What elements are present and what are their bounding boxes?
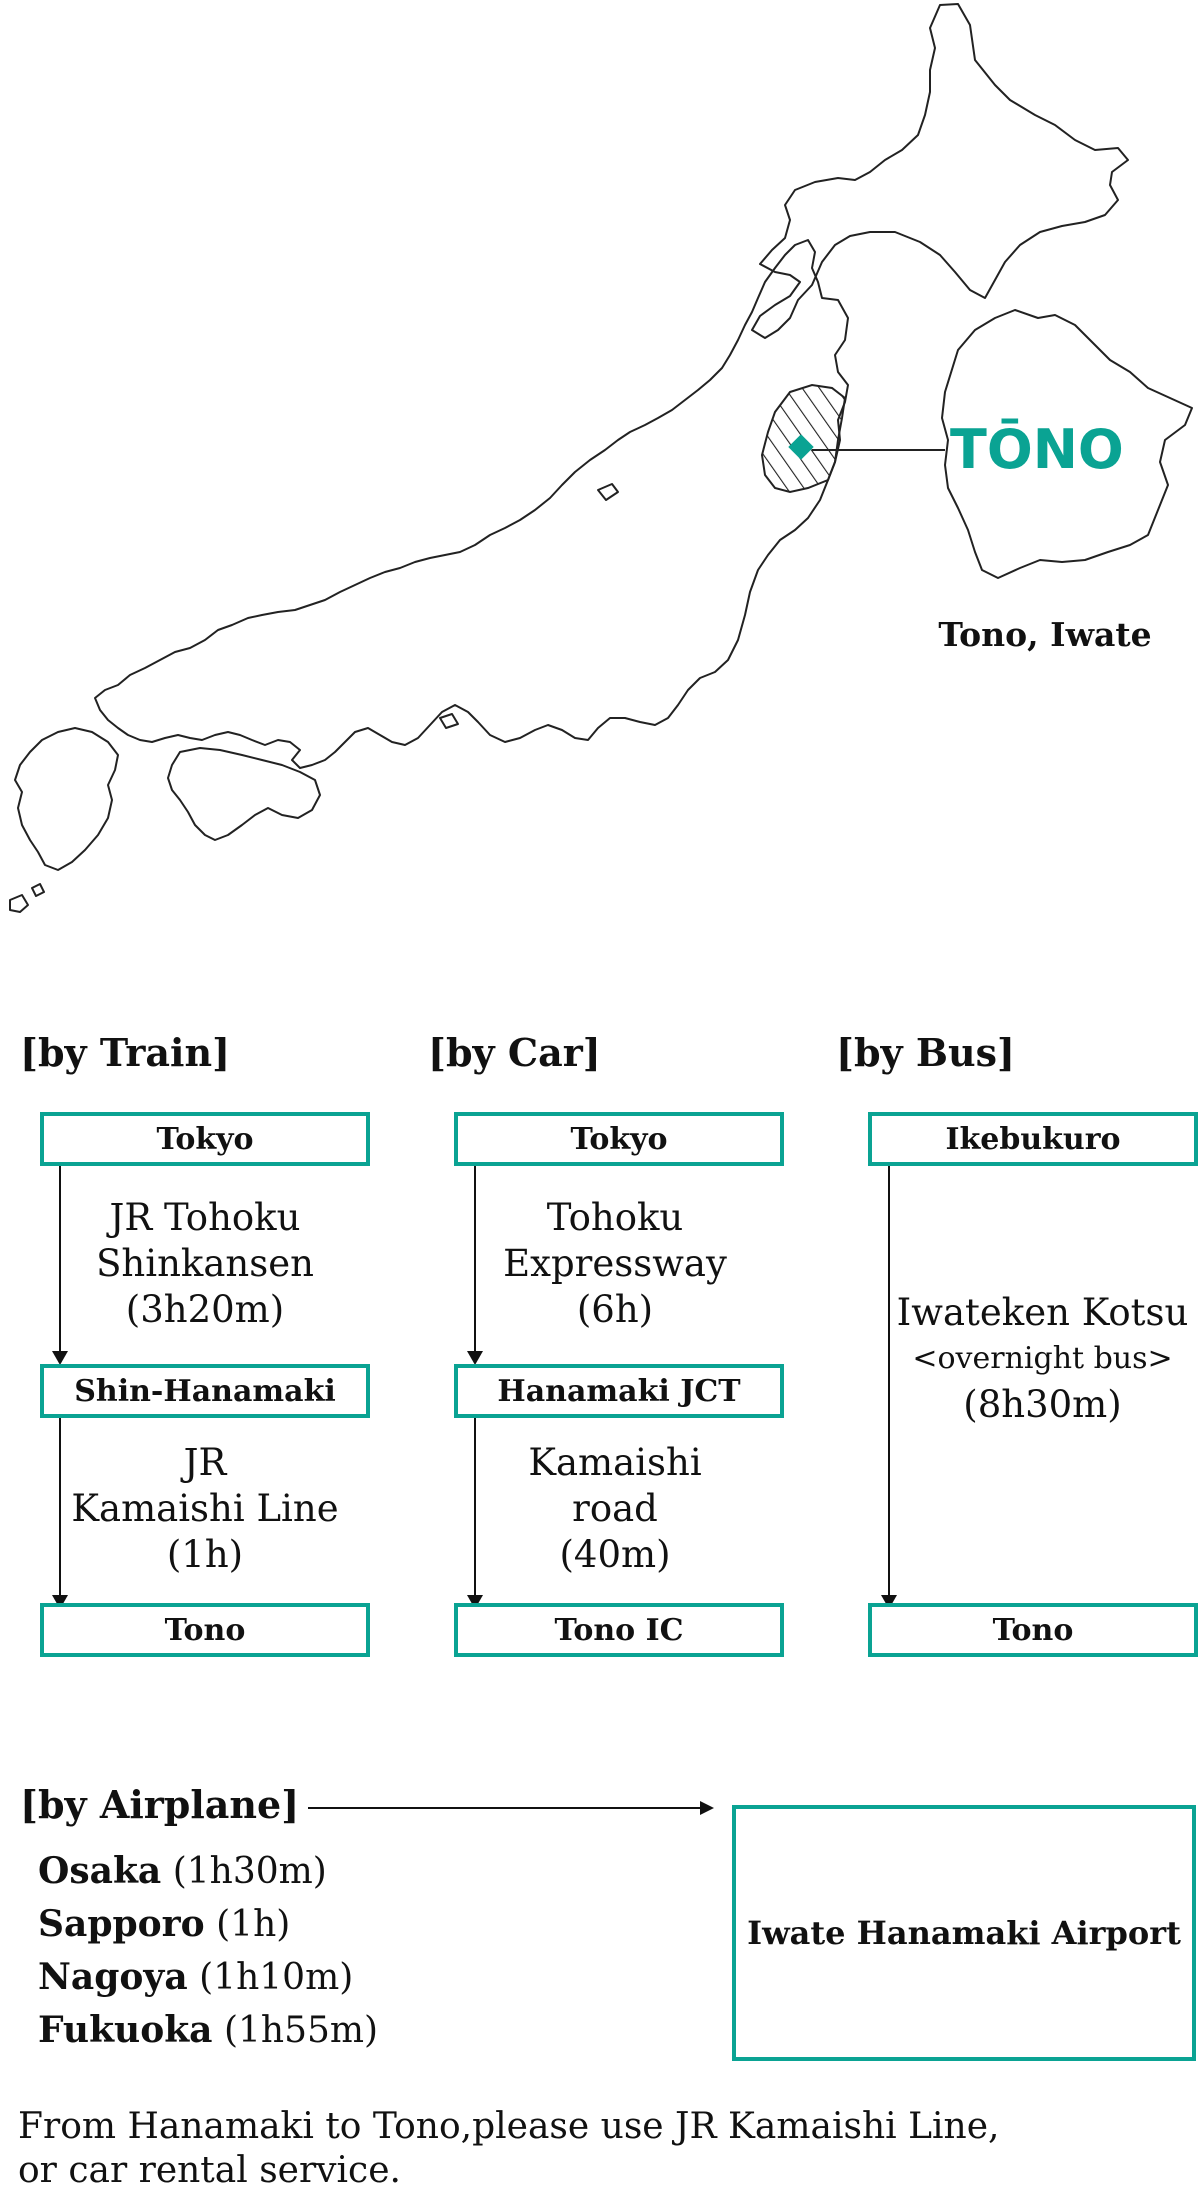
arrow-down-icon (52, 1351, 68, 1365)
tono-city-detail (941, 309, 1193, 579)
island-shape (597, 483, 619, 501)
shikoku-outline (167, 747, 321, 841)
honshu-outline (94, 239, 849, 769)
flight-item: Nagoya (1h10m) (38, 1956, 354, 1998)
train-leg-1: JR Tohoku Shinkansen (3h20m) (96, 1196, 314, 1331)
flight-list: Osaka (1h30m) Sapporo (1h) Nagoya (1h10m… (38, 1845, 378, 2057)
island-shape (9, 894, 29, 913)
flight-item: Fukuoka (1h55m) (38, 2009, 379, 2051)
arrow-down-icon (467, 1351, 483, 1365)
island-shape (439, 713, 459, 729)
car-leg-1: Tohoku Expressway (6h) (503, 1196, 727, 1331)
flight-item: Sapporo (1h) (38, 1903, 291, 1945)
train-connector-2 (59, 1418, 61, 1606)
tono-location-marker (788, 434, 814, 460)
tono-title: TŌNO (950, 418, 1124, 481)
kyushu-outline (14, 727, 119, 871)
station-ikebukuro: Ikebukuro (868, 1112, 1198, 1166)
car-leg-2: Kamaishi road (40m) (528, 1441, 702, 1576)
bus-section-title: [by Bus] (836, 1030, 1015, 1075)
region-caption: Tono, Iwate (938, 615, 1152, 654)
arrow-right-icon (700, 1801, 714, 1815)
bus-leg: Iwateken Kotsu <overnight bus> (8h30m) (896, 1291, 1189, 1426)
hokkaido-outline (751, 3, 1129, 339)
station-hanamaki-jct: Hanamaki JCT (454, 1364, 784, 1418)
station-tokyo-train: Tokyo (40, 1112, 370, 1166)
car-connector-1 (474, 1166, 476, 1362)
train-connector-1 (59, 1166, 61, 1362)
train-leg-2: JR Kamaishi Line (1h) (71, 1441, 339, 1576)
station-tono-bus: Tono (868, 1603, 1198, 1657)
station-tono-train: Tono (40, 1603, 370, 1657)
airplane-connector (308, 1807, 704, 1809)
footer-note: From Hanamaki to Tono,please use JR Kama… (18, 2106, 1000, 2191)
car-connector-2 (474, 1418, 476, 1606)
flight-item: Osaka (1h30m) (38, 1850, 327, 1892)
island-shape (31, 883, 45, 897)
station-shin-hanamaki: Shin-Hanamaki (40, 1364, 370, 1418)
bus-connector (888, 1166, 890, 1606)
station-tono-ic: Tono IC (454, 1603, 784, 1657)
train-section-title: [by Train] (20, 1030, 231, 1075)
station-tokyo-car: Tokyo (454, 1112, 784, 1166)
airplane-section-title: [by Airplane] (20, 1782, 300, 1827)
airport-destination: Iwate Hanamaki Airport (732, 1805, 1196, 2061)
car-section-title: [by Car] (428, 1030, 601, 1075)
japan-map (9, 3, 1193, 913)
